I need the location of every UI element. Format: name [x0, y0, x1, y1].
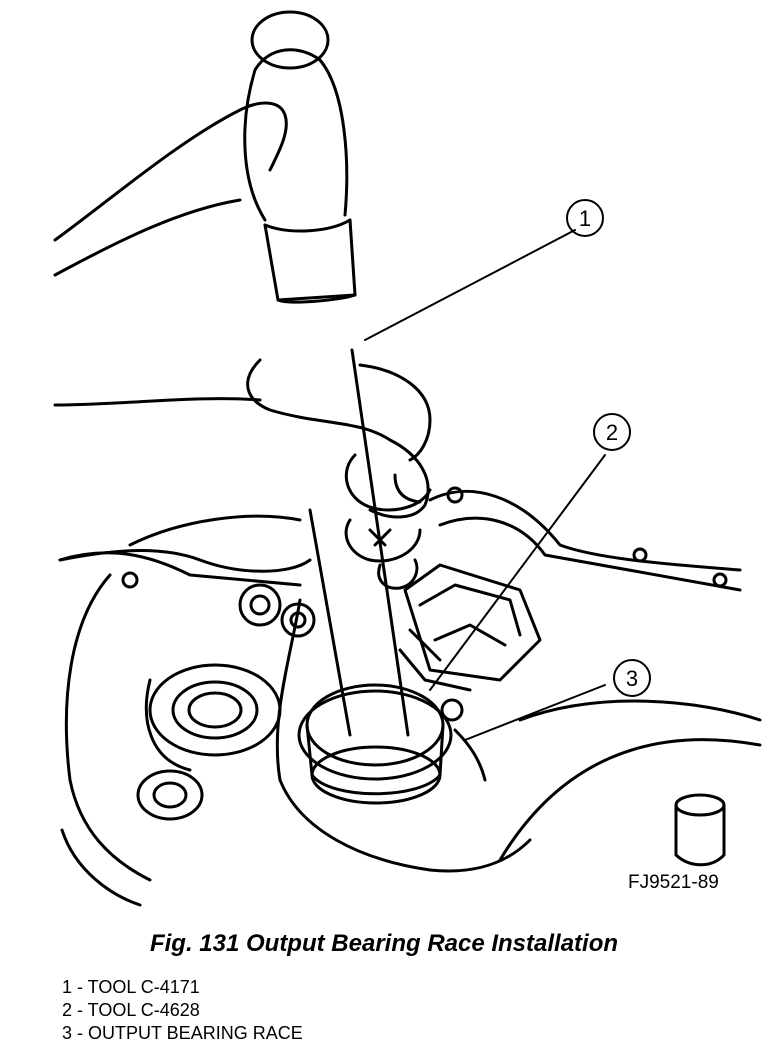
- leader-line-3: [464, 684, 606, 741]
- legend: 1 - TOOL C-4171 2 - TOOL C-4628 3 - OUTP…: [62, 976, 303, 1045]
- leader-line-2: [429, 454, 606, 691]
- driver-handle: [243, 10, 410, 737]
- bearing-race-installer: [297, 683, 487, 805]
- callout-1: 1: [566, 199, 604, 237]
- callout-number: 2: [606, 420, 618, 445]
- leader-lines: [364, 229, 606, 741]
- dowel-pin: [674, 793, 726, 867]
- callout-2: 2: [593, 413, 631, 451]
- legend-item: 1 - TOOL C-4171: [62, 977, 200, 997]
- figure-id-label: FJ9521-89: [628, 872, 719, 893]
- callout-number: 3: [626, 666, 638, 691]
- leader-line-1: [364, 229, 576, 341]
- callout-3: 3: [613, 659, 651, 697]
- legend-item: 2 - TOOL C-4628: [62, 1000, 200, 1020]
- figure-caption: Fig. 131 Output Bearing Race Installatio…: [149, 930, 619, 957]
- callout-number: 1: [579, 206, 591, 231]
- hand: [53, 101, 432, 590]
- transmission-case: [58, 486, 762, 907]
- case-ports: [136, 583, 316, 821]
- legend-item: 3 - OUTPUT BEARING RACE: [62, 1023, 303, 1043]
- case-web: [398, 563, 542, 692]
- technical-illustration: 1 2 3 FJ9521-89: [53, 10, 762, 907]
